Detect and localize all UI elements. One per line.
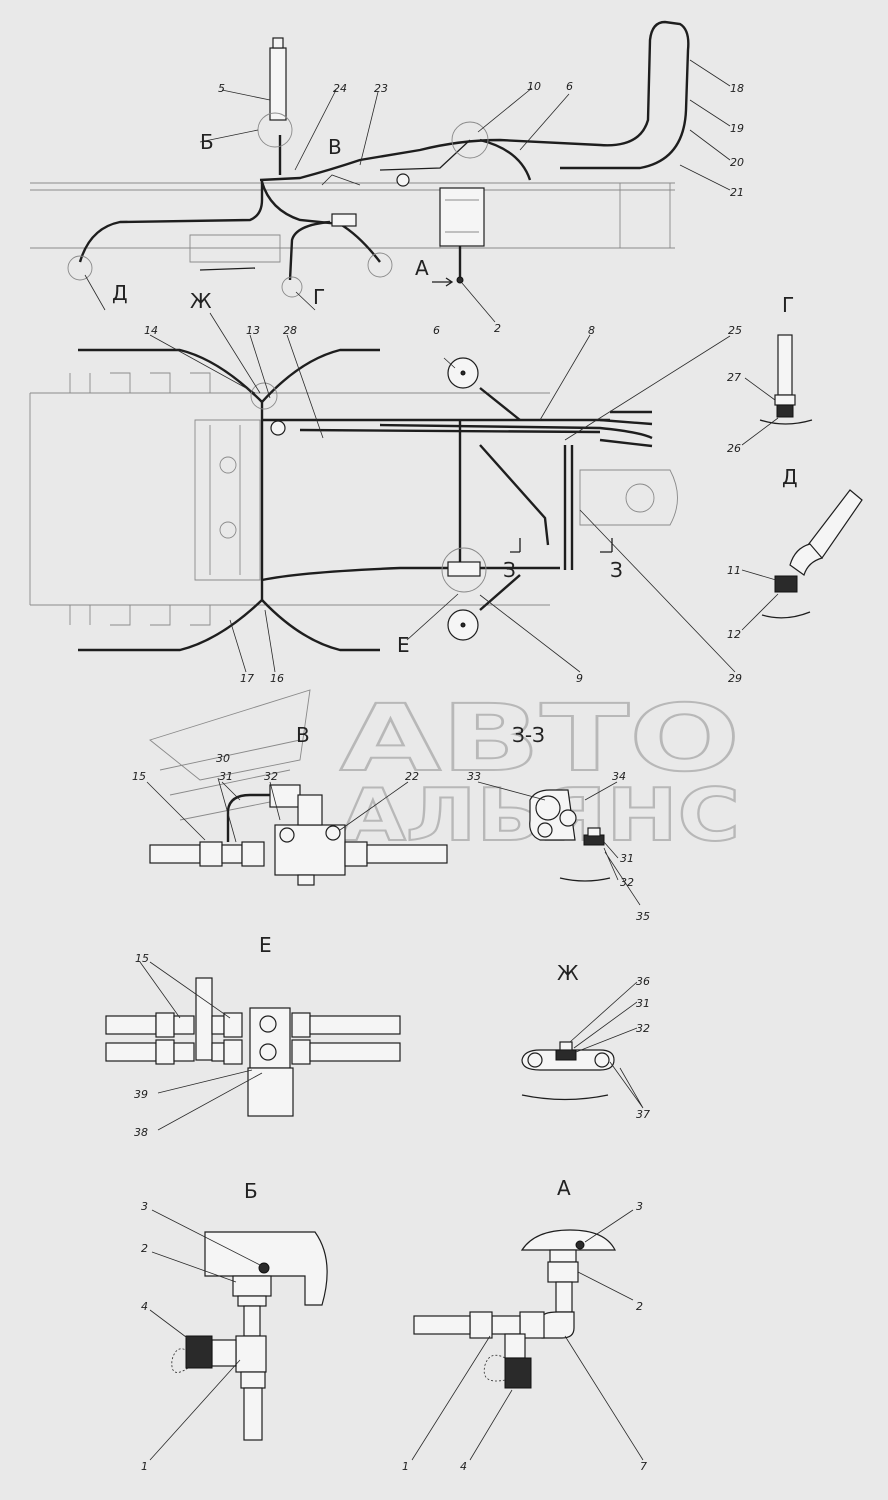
callout-b-2: 2 — [141, 1242, 148, 1255]
callout-v-15: 15 — [132, 770, 146, 783]
air-cylinder — [269, 47, 287, 121]
callout-mid-16: 16 — [270, 672, 284, 685]
view-label-g-top: Г — [313, 285, 325, 309]
callout-e-15: 15 — [135, 952, 149, 965]
callout-v-22: 22 — [405, 770, 419, 783]
view-label-zh: Ж — [557, 961, 579, 985]
callout-d-11: 11 — [727, 564, 741, 577]
callout-g-26: 26 — [727, 442, 741, 455]
callout-g-27: 27 — [727, 371, 741, 384]
callout-mid-14: 14 — [144, 324, 158, 337]
view-label-v-top: В — [328, 135, 342, 159]
callout-zh-36: 36 — [636, 975, 650, 988]
callout-v-31: 31 — [219, 770, 233, 783]
callout-zh-31: 31 — [636, 997, 650, 1010]
view-label-b-top: Б — [200, 130, 214, 154]
view-label-a: А — [557, 1176, 571, 1200]
watermark-line1: АВТО — [340, 685, 740, 792]
view-label-b: Б — [244, 1179, 258, 1203]
watermark: АВТО АЛЬЯНС — [149, 684, 741, 858]
callout-b-1: 1 — [141, 1460, 148, 1473]
callout-mid-8: 8 — [588, 324, 595, 337]
view-label-z-right: З — [610, 558, 623, 582]
callout-e-39: 39 — [134, 1088, 148, 1101]
detail-circle-d — [67, 255, 93, 281]
view-label-a-top: А — [415, 256, 429, 280]
callout-zz-33: 33 — [467, 770, 481, 783]
callout-e-38: 38 — [134, 1126, 148, 1139]
callout-top-5: 5 — [218, 82, 225, 95]
callout-mid-25: 25 — [728, 324, 742, 337]
callout-v-30: 30 — [216, 752, 230, 765]
callout-a-1: 1 — [402, 1460, 409, 1473]
view-label-d-top: Д — [112, 281, 128, 305]
plan-view: Ж З З Е 14 13 28 6 8 25 29 9 16 17 — [29, 289, 742, 685]
view-label-d: Д — [782, 465, 798, 489]
callout-a-2: 2 — [636, 1300, 643, 1313]
callout-b-4: 4 — [141, 1300, 148, 1313]
callout-a-7: 7 — [640, 1460, 647, 1473]
callout-mid-6: 6 — [433, 324, 440, 337]
callout-mid-13: 13 — [246, 324, 260, 337]
view-label-e: Е — [259, 933, 272, 957]
detail-view-v: В 30 15 31 32 22 — [132, 723, 448, 886]
detail-view-zh: Ж 36 31 32 37 — [521, 961, 650, 1121]
callout-zz-34: 34 — [612, 770, 626, 783]
callout-zz-31: 31 — [620, 852, 634, 865]
callout-top-24: 24 — [333, 82, 347, 95]
callout-top-6: 6 — [566, 80, 573, 93]
view-label-g: Г — [782, 293, 794, 317]
callout-b-3: 3 — [141, 1200, 148, 1213]
callout-d-12: 12 — [727, 628, 741, 641]
side-view: Б В А Г Д 5 24 23 10 6 18 19 20 21 2 — [30, 20, 744, 335]
view-label-z-left: З — [503, 558, 516, 582]
callout-mid-9: 9 — [576, 672, 583, 685]
section-view-zz: З-З 33 34 31 32 35 — [467, 723, 650, 923]
callout-v-32: 32 — [264, 770, 278, 783]
callout-mid-28: 28 — [283, 324, 297, 337]
detail-view-e: Е 15 39 38 — [105, 933, 401, 1139]
callout-top-10: 10 — [527, 80, 541, 93]
detail-view-b: Б 3 2 4 1 — [141, 1179, 328, 1473]
view-label-e-mid: Е — [397, 633, 410, 657]
callout-a-4: 4 — [460, 1460, 467, 1473]
view-label-zz: З-З — [512, 723, 545, 747]
air-tank — [439, 187, 485, 247]
callout-top-21: 21 — [730, 186, 744, 199]
view-label-zh-mid: Ж — [190, 289, 212, 313]
callout-zh-37: 37 — [636, 1108, 650, 1121]
callout-zz-32: 32 — [620, 876, 634, 889]
detail-circle-g — [281, 276, 303, 298]
callout-top-18: 18 — [730, 82, 744, 95]
callout-zz-35: 35 — [636, 910, 650, 923]
callout-top-23: 23 — [374, 82, 388, 95]
detail-view-a: А 3 2 1 4 7 — [402, 1176, 647, 1473]
callout-mid-17: 17 — [240, 672, 254, 685]
callout-top-2: 2 — [494, 322, 501, 335]
view-label-v: В — [296, 723, 310, 747]
callout-a-3: 3 — [636, 1200, 643, 1213]
detail-view-g: Г 27 26 — [727, 293, 813, 455]
callout-top-19: 19 — [730, 122, 744, 135]
detail-view-d: Д 11 12 — [727, 465, 863, 641]
callout-mid-29: 29 — [728, 672, 742, 685]
callout-zh-32: 32 — [636, 1022, 650, 1035]
callout-top-20: 20 — [730, 156, 744, 169]
